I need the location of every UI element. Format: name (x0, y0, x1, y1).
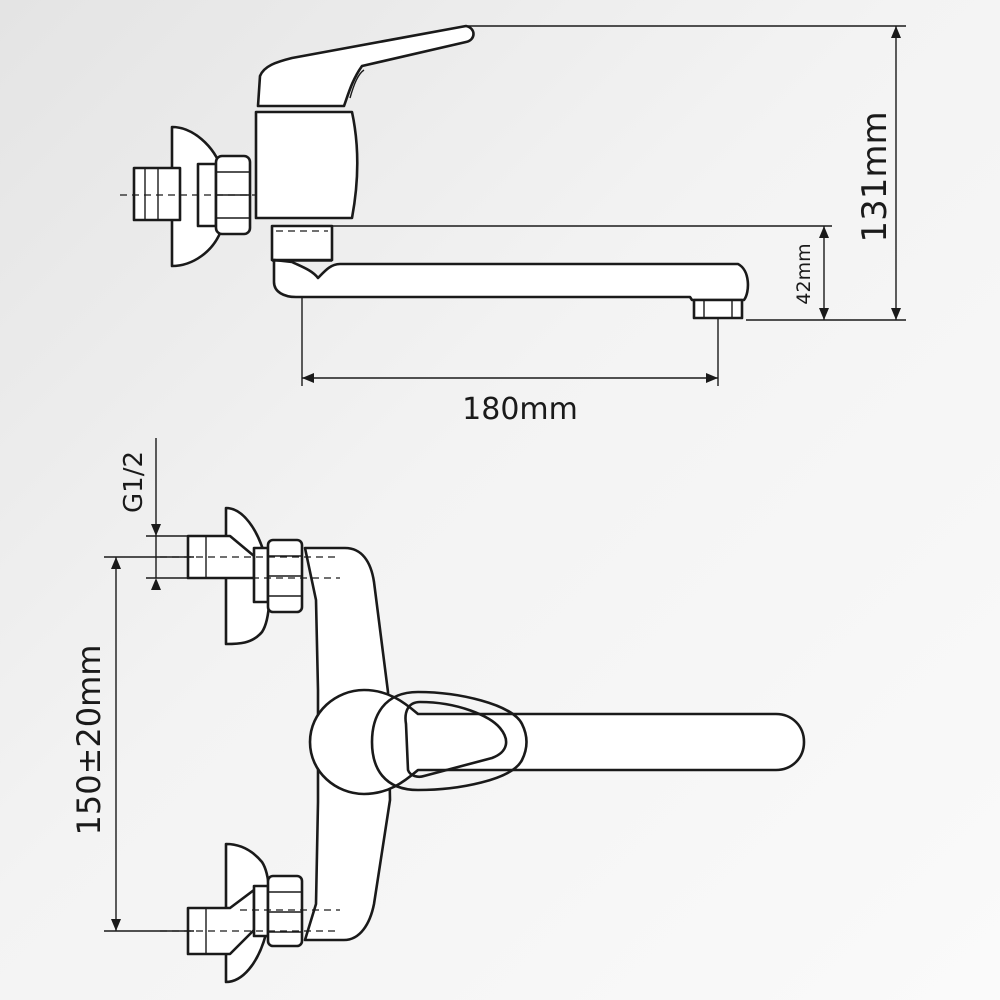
side-eccentric-fitting (120, 154, 270, 236)
side-spout-collar (270, 224, 334, 262)
dim-total-height: 131mm (468, 25, 906, 321)
dim-thread-size: G1/2 (119, 438, 194, 590)
side-view (120, 24, 750, 320)
top-view (160, 506, 806, 984)
dim-spout-reach: 180mm (301, 296, 719, 427)
top-eccentric-fitting-upper (160, 534, 340, 614)
side-spout (272, 258, 750, 302)
top-lever-handle (308, 688, 806, 796)
thread-size-label: G1/2 (119, 451, 149, 513)
spout-reach-label: 180mm (462, 392, 578, 427)
side-aerator (692, 298, 744, 320)
top-lever-grip (404, 700, 508, 779)
dim-spout-height: 42mm (332, 225, 832, 320)
side-lever-handle (256, 24, 475, 108)
total-height-label: 131mm (855, 111, 895, 242)
side-faucet-body (254, 110, 359, 220)
inlet-spacing-label: 150±20mm (70, 645, 108, 836)
dim-inlet-spacing: 150±20mm (70, 556, 194, 932)
top-lever-oval (370, 690, 528, 792)
spout-height-label: 42mm (793, 243, 815, 304)
top-eccentric-fitting-lower (160, 874, 340, 956)
